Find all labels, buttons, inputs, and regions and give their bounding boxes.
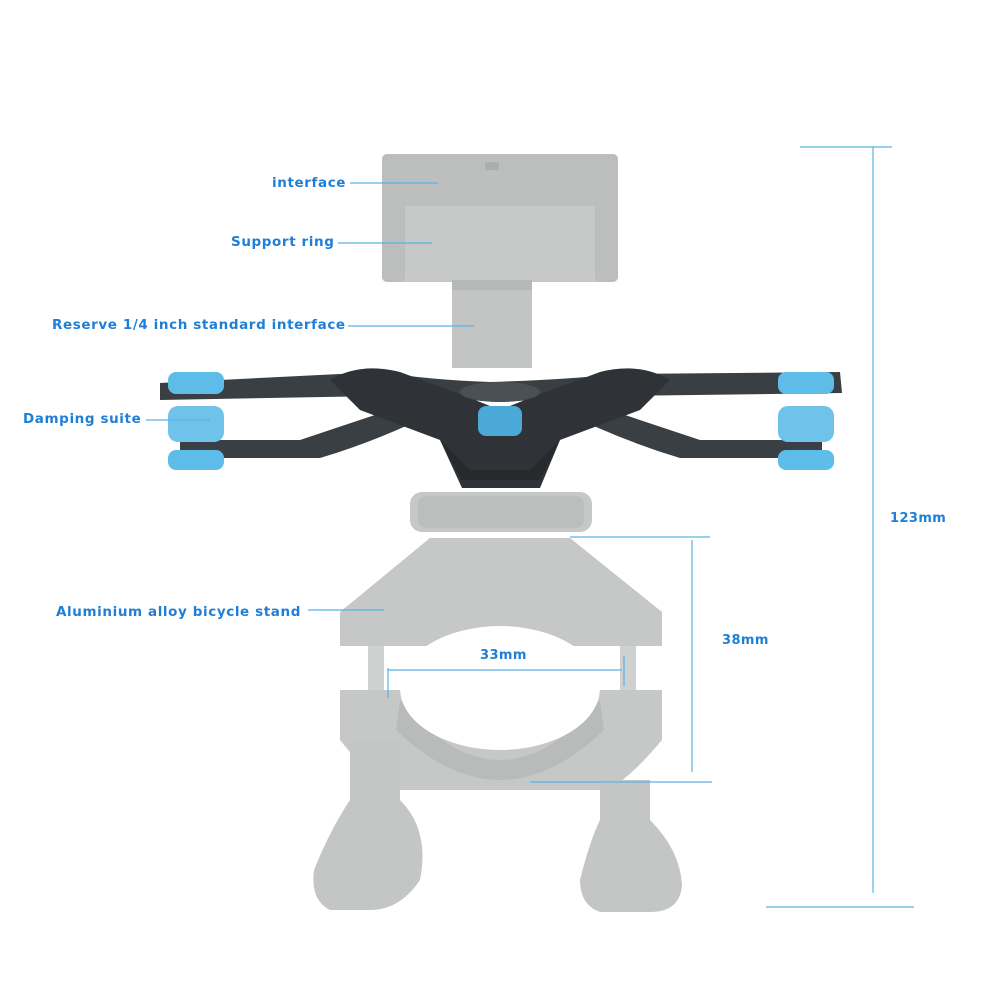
bicycle-clamp — [313, 538, 682, 912]
phone-clamp-interface — [382, 154, 618, 282]
damping-balls — [168, 372, 834, 470]
label-bicycle-stand: Aluminium alloy bicycle stand — [56, 604, 301, 620]
label-interface: interface — [272, 175, 347, 191]
reserve-interface-stem — [452, 280, 532, 368]
dimension-clamp-width: 33mm — [480, 648, 527, 663]
knurled-nut — [410, 492, 592, 532]
dimension-clamp-height: 38mm — [722, 633, 769, 648]
dimension-total-height: 123mm — [890, 511, 947, 526]
label-support-ring: Support ring — [231, 234, 335, 250]
label-damping-suite: Damping suite — [23, 411, 142, 427]
leader-lines — [146, 182, 474, 611]
dimension-lines — [387, 146, 914, 908]
label-reserve-interface: Reserve 1/4 inch standard interface — [52, 317, 346, 333]
